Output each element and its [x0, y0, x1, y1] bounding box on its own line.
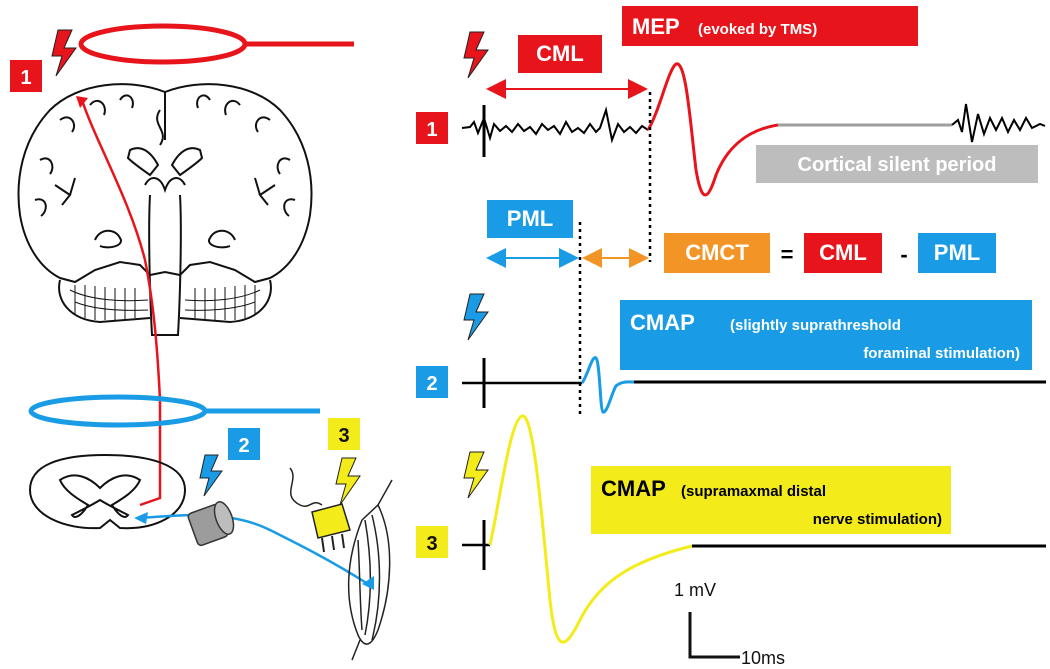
svg-text:3: 3: [426, 533, 437, 555]
lightning-bolt-icon: [335, 457, 361, 506]
scale-bar: 1 mV 10ms: [674, 580, 785, 668]
pml-label: PML: [487, 200, 573, 238]
brain-section-icon: [17, 83, 313, 336]
svg-text:Cortical silent period: Cortical silent period: [798, 154, 997, 176]
mep-waveform: [646, 62, 779, 197]
cmap-foraminal-label: CMAP (slightly suprathreshold foraminal …: [620, 300, 1032, 370]
muscle-icon: [347, 479, 393, 661]
svg-text:(evoked by TMS): (evoked by TMS): [698, 21, 817, 38]
svg-text:-: -: [900, 242, 907, 267]
marker-2-right: 2: [416, 366, 448, 398]
svg-text:1: 1: [20, 67, 31, 89]
svg-text:(supramaxmal distal: (supramaxmal distal: [681, 483, 826, 500]
peripheral-nerve: [139, 513, 369, 586]
svg-text:CMAP: CMAP: [630, 310, 695, 335]
svg-text:PML: PML: [934, 240, 980, 265]
svg-text:2: 2: [426, 373, 437, 395]
svg-text:CML: CML: [536, 41, 584, 66]
svg-text:CMAP: CMAP: [601, 476, 666, 501]
svg-text:PML: PML: [507, 206, 553, 231]
tract-arrowhead: [76, 96, 88, 108]
corticospinal-tract: [80, 99, 162, 507]
marker-2-left: 2: [228, 428, 260, 460]
svg-text:1 mV: 1 mV: [674, 580, 716, 600]
electrode-icon: [187, 501, 235, 547]
spinal-cord-section-icon: [28, 453, 187, 530]
mep-label: MEP (evoked by TMS): [622, 6, 918, 46]
tms-coil-icon: [28, 394, 320, 428]
svg-text:nerve stimulation): nerve stimulation): [813, 511, 942, 528]
lightning-bolt-icon: [463, 451, 489, 499]
stimulator-icon: [289, 467, 351, 553]
svg-text:3: 3: [338, 425, 349, 447]
cmct-equation: CMCT = CML - PML: [664, 233, 996, 273]
cortical-silent-period-label: Cortical silent period: [756, 145, 1038, 183]
cmap-distal-label: CMAP (supramaxmal distal nerve stimulati…: [591, 466, 951, 534]
marker-1-right: 1: [416, 112, 448, 144]
svg-text:MEP: MEP: [632, 14, 680, 39]
lightning-bolt-icon: [463, 31, 489, 79]
nerve-arrowhead: [134, 512, 148, 524]
svg-text:=: =: [781, 242, 794, 267]
lightning-bolt-icon: [463, 293, 489, 341]
svg-text:CMCT: CMCT: [685, 240, 749, 265]
lightning-bolt-icon: [51, 29, 77, 77]
svg-text:2: 2: [238, 435, 249, 457]
marker-3-left: 3: [328, 418, 360, 450]
marker-1-left: 1: [10, 60, 42, 92]
svg-text:CML: CML: [819, 240, 867, 265]
tms-coil-icon: [78, 23, 354, 65]
lightning-bolt-icon: [199, 454, 223, 497]
post-silent-noise: [951, 103, 1046, 143]
svg-text:10ms: 10ms: [741, 648, 785, 668]
baseline-noise-1: [461, 106, 649, 144]
cmap-distal-waveform: [488, 414, 693, 644]
svg-text:foraminal stimulation): foraminal stimulation): [863, 345, 1020, 362]
svg-text:(slightly suprathreshold: (slightly suprathreshold: [730, 317, 901, 334]
cml-label: CML: [518, 35, 602, 73]
svg-text:1: 1: [426, 119, 437, 141]
marker-3-right: 3: [416, 526, 448, 558]
nerve-end-arrowhead: [362, 576, 374, 590]
cmap-foraminal-waveform: [580, 356, 635, 414]
